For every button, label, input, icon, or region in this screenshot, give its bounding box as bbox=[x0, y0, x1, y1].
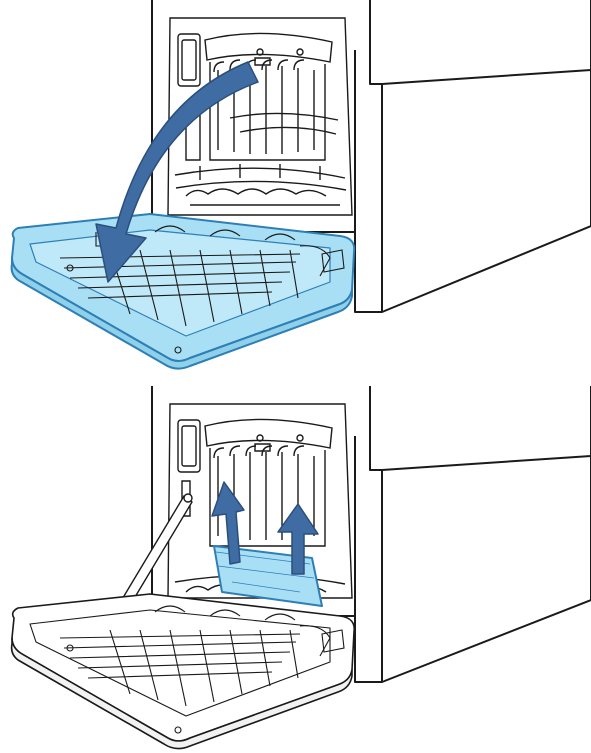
rear-door bbox=[12, 594, 355, 749]
rear-door-highlight bbox=[12, 214, 355, 369]
step-remove-jammed-paper-panel bbox=[0, 386, 591, 753]
printer-rear-door-open-illustration bbox=[0, 0, 591, 372]
step-open-rear-door-panel bbox=[0, 0, 591, 372]
printer-jam-removal-illustration bbox=[0, 386, 591, 753]
